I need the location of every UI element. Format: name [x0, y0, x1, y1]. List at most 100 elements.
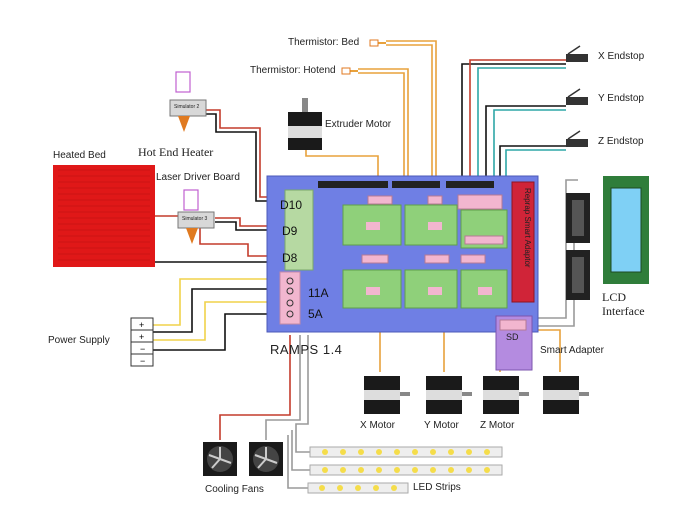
pin-d9: D9 — [282, 224, 298, 238]
z-endstop-icon — [566, 130, 588, 147]
label-lcd-line2: Interface — [602, 304, 645, 318]
jumper-1 — [366, 222, 380, 230]
label-thermistor-hotend: Thermistor: Hotend — [250, 65, 336, 76]
jumper-4 — [428, 287, 442, 295]
power-terminal-screw-3 — [286, 299, 294, 307]
wire-x-endstop-red — [469, 59, 566, 192]
heated-bed-plate — [53, 165, 155, 267]
z-motor-icon — [483, 376, 529, 414]
label-x-endstop: X Endstop — [598, 51, 645, 62]
wire-x-endstop-teal — [477, 67, 566, 192]
y-endstop-icon — [566, 88, 588, 105]
led-strip-3 — [307, 482, 409, 494]
led-strip-1 — [309, 446, 503, 458]
wire-thermistor-bed-2 — [386, 44, 433, 200]
label-hot-end-heater: Hot End Heater — [138, 145, 214, 159]
wire-laser-1 — [215, 217, 284, 227]
top-header-2 — [392, 181, 440, 188]
led-strip-2 — [309, 464, 503, 476]
label-y-endstop: Y Endstop — [598, 93, 644, 104]
wire-thermistor-bed — [386, 40, 437, 200]
wire-y-endstop-teal — [493, 109, 566, 192]
svg-text:−: − — [140, 356, 145, 366]
mid-header-3 — [424, 254, 450, 264]
label-x-motor: X Motor — [360, 420, 396, 431]
mid-header-2 — [361, 254, 389, 264]
wire-thermistor-hotend — [358, 68, 409, 200]
svg-text:+: + — [139, 320, 144, 330]
wire-thermistor-hotend-2 — [358, 72, 405, 200]
wire-lcd-1 — [533, 179, 578, 319]
lcd-adapter-headers — [566, 193, 590, 300]
wire-laser-2 — [215, 221, 284, 231]
heater-terminal — [284, 189, 314, 271]
thermistor-header — [427, 195, 443, 205]
wire-led-2 — [291, 430, 310, 471]
label-heated-bed: Heated Bed — [53, 150, 106, 161]
label-simulator-2: Simulator 3 — [182, 216, 208, 222]
power-supply-terminal: + + − − — [130, 317, 154, 367]
power-terminal-screw-4 — [286, 310, 294, 318]
sd-header — [499, 319, 527, 331]
wire-y-endstop-black — [485, 105, 566, 192]
wire-led-1 — [295, 335, 310, 453]
driver-socket-6 — [460, 269, 508, 309]
cooling-fan-1-icon — [203, 442, 237, 476]
x-endstop-icon — [566, 45, 588, 62]
wire-led-3 — [287, 435, 308, 489]
svg-text:+: + — [139, 332, 144, 342]
wire-fan-1 — [219, 335, 291, 440]
power-terminal — [279, 271, 301, 325]
label-extruder-motor: Extruder Motor — [325, 119, 392, 130]
jumper-5 — [478, 287, 492, 295]
jumper-3 — [366, 287, 380, 295]
y-motor-icon — [426, 376, 472, 414]
thermistor-hotend-icon — [341, 67, 358, 75]
mid-header-4 — [460, 254, 486, 264]
wire-ps-2 — [153, 288, 284, 333]
label-simulator-1: Simulator 2 — [174, 104, 200, 110]
top-header-3 — [446, 181, 494, 188]
jumper-2 — [428, 222, 442, 230]
extruder-header — [367, 195, 393, 205]
extruder-motor-icon — [288, 98, 322, 150]
wire-hotend-heater-1 — [205, 109, 284, 198]
pin-d8: D8 — [282, 251, 298, 265]
heated-bed — [53, 165, 155, 267]
label-cooling-fans: Cooling Fans — [205, 484, 264, 495]
pin-5a: 5A — [308, 307, 323, 321]
label-led-strips: LED Strips — [413, 482, 461, 493]
wire-ps-4 — [153, 313, 284, 351]
ramps-board — [266, 175, 539, 333]
wire-x-endstop-black — [461, 63, 566, 192]
wire-ps-3 — [153, 301, 284, 341]
label-z-endstop: Z Endstop — [598, 136, 644, 147]
power-terminal-screw-1 — [286, 277, 294, 285]
laser-driver-icon — [177, 189, 215, 244]
hot-end-heater-icon — [169, 71, 207, 132]
smart-adapter-board — [511, 181, 535, 303]
wire-ps-1 — [153, 278, 284, 326]
endstop-header — [457, 194, 503, 210]
power-terminal-screw-2 — [286, 287, 294, 295]
label-laser-driver-board: Laser Driver Board — [156, 172, 240, 183]
label-power-supply: Power Supply — [48, 335, 110, 346]
smart-adapter-text: Reprap Smart Adaptor — [523, 188, 532, 268]
pin-sd: SD — [506, 332, 519, 342]
label-z-motor: Z Motor — [480, 420, 515, 431]
x-motor-icon — [364, 376, 410, 414]
wire-fan-2 — [265, 335, 301, 440]
pin-11a: 11A — [308, 286, 329, 300]
cooling-fan-2-icon — [249, 442, 283, 476]
svg-text:−: − — [140, 344, 145, 354]
e-motor-icon — [543, 376, 589, 414]
lcd-display — [603, 176, 649, 284]
mid-header-1 — [464, 235, 504, 245]
wire-hotend-heater-2 — [205, 113, 284, 202]
label-smart-adapter: Smart Adapter — [540, 345, 604, 356]
label-y-motor: Y Motor — [424, 420, 459, 431]
label-ramps: RAMPS 1.4 — [270, 342, 343, 357]
thermistor-bed-icon — [369, 39, 386, 47]
label-lcd-line1: LCD — [602, 290, 626, 304]
